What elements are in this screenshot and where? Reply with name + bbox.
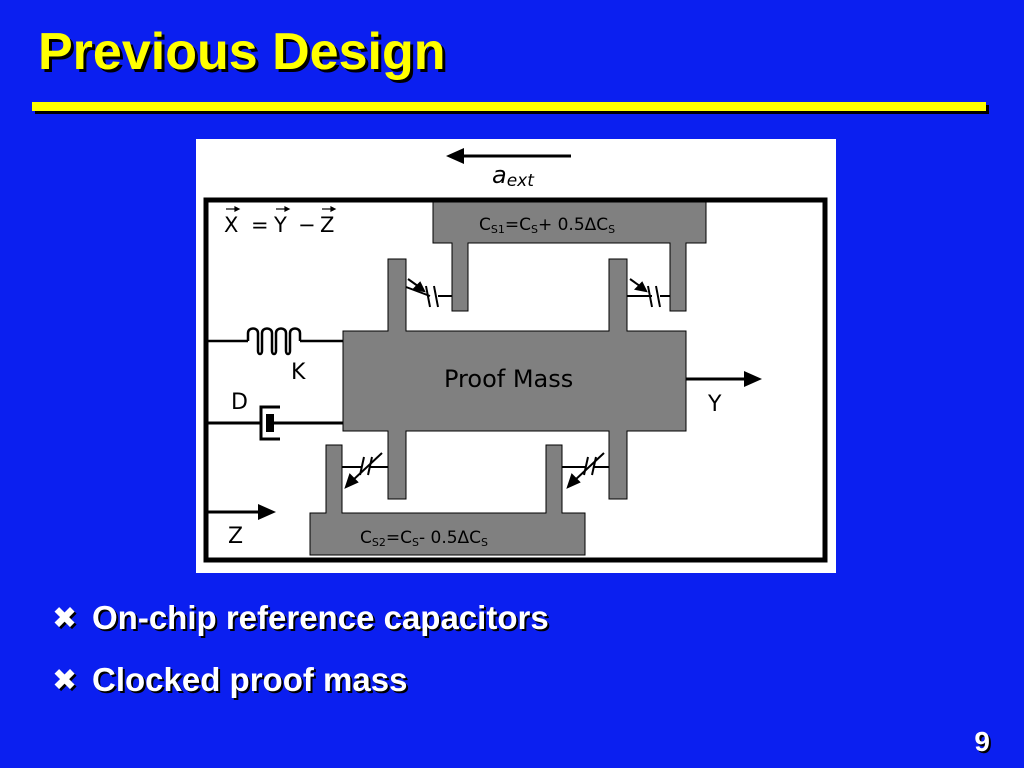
z-label: Z [228, 524, 243, 549]
bullet-item: ✖ On-chip reference capacitors [52, 596, 549, 640]
slide-title: Previous Design [38, 23, 446, 81]
variable-capacitor-top-right [627, 278, 670, 308]
svg-text:=: = [251, 213, 269, 237]
accelerometer-diagram: aext CS1=CS+ 0.5ΔCS Proof Mass CS2=CS- 0… [196, 139, 836, 573]
bullet-text: On-chip reference capacitors [92, 599, 549, 636]
x-mark-icon: ✖ [52, 601, 78, 635]
bottom-electrode [309, 444, 586, 556]
spring [206, 327, 343, 356]
svg-text:−: − [298, 213, 316, 237]
z-input-arrow [206, 504, 276, 520]
bullet-list: ✖ On-chip reference capacitors ✖ Clocked… [52, 596, 549, 720]
variable-capacitor-top-left [405, 278, 452, 308]
page-number: 9 [974, 726, 990, 757]
damper [206, 405, 343, 441]
acceleration-arrow [446, 148, 571, 164]
equation: X = Y − Z [224, 206, 337, 237]
svg-text:Z: Z [320, 213, 334, 237]
y-output-arrow [686, 371, 762, 387]
frame [203, 197, 828, 563]
title-underline [32, 102, 986, 111]
top-electrode-label: CS1=CS+ 0.5ΔCS [479, 215, 615, 236]
top-electrode [432, 201, 707, 312]
bullet-item: ✖ Clocked proof mass [52, 658, 549, 702]
variable-capacitor-bottom-left [342, 452, 388, 489]
bullet-text: Clocked proof mass [92, 661, 408, 698]
proof-mass [342, 258, 687, 500]
variable-capacitor-bottom-right [562, 452, 609, 489]
y-label: Y [707, 392, 722, 417]
x-mark-icon: ✖ [52, 663, 78, 697]
svg-text:Y: Y [273, 213, 287, 237]
proof-mass-label: Proof Mass [444, 365, 573, 393]
svg-text:X: X [224, 213, 238, 237]
acceleration-label: aext [492, 161, 535, 191]
damper-label: D [231, 390, 248, 415]
spring-label: K [291, 360, 306, 385]
bottom-electrode-label: CS2=CS- 0.5ΔCS [360, 528, 488, 549]
